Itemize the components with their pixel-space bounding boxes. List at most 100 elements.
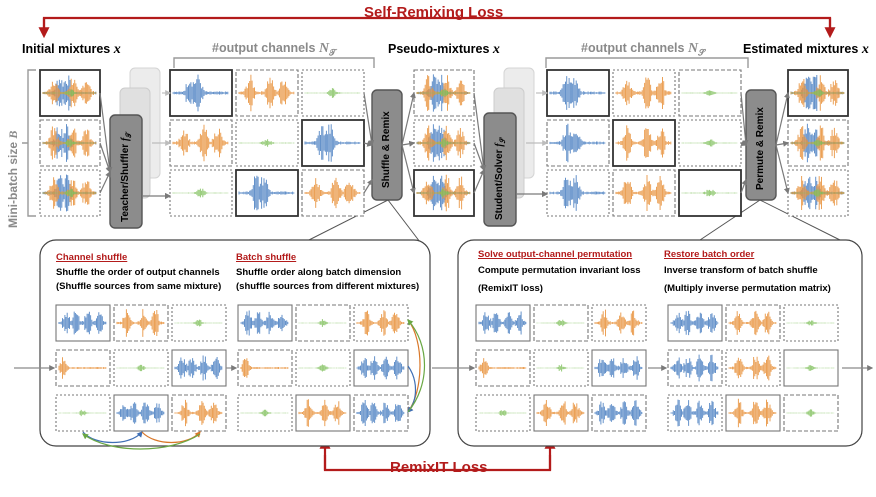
solve-permutation-tile	[533, 394, 589, 432]
channel-shuffle-tile	[113, 349, 169, 387]
teacher-shuffler-label: Teacher/Shuffler f𝒯	[120, 132, 133, 222]
mixture-to-teacher-arrow	[99, 92, 113, 174]
shuffle-to-pseudo-arrow	[401, 144, 416, 195]
initial-mixture-tile	[39, 119, 101, 167]
channel-shuffle-tile	[171, 394, 227, 432]
shuffle-to-pseudo-arrow	[401, 91, 416, 146]
restore-batch-tile	[667, 394, 723, 432]
student-output-tile	[612, 119, 676, 167]
mixture-to-teacher-arrow	[99, 170, 111, 194]
initial-mixture-tile	[39, 69, 101, 117]
restore-batch-tile	[783, 394, 839, 432]
batch-shuffle-tile	[295, 304, 351, 342]
waveform-layer	[39, 69, 849, 432]
batch-shuffle-line1: Shuffle order along batch dimension	[236, 267, 402, 278]
channel-shuffle-line2: (Shuffle sources from same mixture)	[56, 281, 222, 292]
n-symbol: N	[687, 41, 699, 56]
pseudo-to-student-arrow	[473, 142, 486, 172]
teacher-channels-bracket	[173, 57, 375, 68]
restore-batch-tile	[725, 394, 781, 432]
callout-right-b	[759, 199, 841, 241]
permute-remix-label: Permute & Remix	[755, 107, 766, 190]
batch-shuffle-tile	[353, 304, 409, 342]
callout-left-a	[304, 199, 389, 243]
student-output-tile	[546, 169, 610, 217]
output-channels-text: #output channels	[581, 41, 685, 55]
batch-shuffle-tile	[295, 394, 351, 432]
x-symbol: x	[492, 42, 500, 57]
teacher-output-tile	[235, 119, 299, 167]
solve-permutation-tile	[591, 349, 647, 387]
solve-permutation-line1: Compute permutation invariant loss	[478, 265, 641, 276]
teacher-output-channels-header: #output channels N𝒯	[212, 41, 336, 59]
swap-arrow-orange	[141, 431, 201, 443]
callout-left-b	[387, 199, 421, 243]
batch-shuffle-tile	[353, 349, 409, 387]
student-output-tile	[612, 69, 676, 117]
student-output-tile	[678, 69, 742, 117]
shuffle-remix-label: Shuffle & Remix	[381, 111, 392, 188]
channel-shuffle-tile	[55, 304, 111, 342]
permute-to-estimated-arrow	[775, 144, 790, 195]
teacher-output-tile	[301, 169, 365, 217]
n-s-subscript: 𝒮	[698, 47, 706, 58]
batch-shuffle-tile	[237, 304, 293, 342]
teacher-output-tile	[235, 169, 299, 217]
mini-batch-label: Mini-batch size B	[6, 131, 21, 228]
restore-batch-tile	[667, 304, 723, 342]
estimated-mixtures-text: Estimated mixtures	[743, 42, 859, 56]
student-output-tile	[546, 69, 610, 117]
student-to-permute-arrow	[740, 140, 748, 147]
channel-shuffle-tile	[171, 304, 227, 342]
student-to-permute-arrow	[740, 178, 748, 194]
channel-shuffle-tile	[55, 349, 111, 387]
teacher-shuffler-text: Teacher/Shuffler	[120, 143, 131, 222]
batch-shuffle-tile	[237, 349, 293, 387]
student-output-channels-header: #output channels N𝒮	[581, 41, 705, 59]
permute-to-estimated-arrow	[775, 91, 790, 146]
solve-permutation-tile	[475, 304, 531, 342]
restore-batch-tile	[783, 349, 839, 387]
student-to-permute-arrow	[740, 92, 749, 147]
batch-shuffle-tile	[237, 394, 293, 432]
pseudo-mixture-tile	[413, 169, 475, 217]
estimated-mixture-tile	[787, 69, 849, 117]
callout-right-a	[699, 199, 761, 241]
student-output-tile	[678, 119, 742, 167]
n-symbol: N	[318, 41, 330, 56]
solve-permutation-title: Solve output-channel permutation	[478, 249, 633, 260]
teacher-output-tile	[301, 119, 365, 167]
estimated-mixture-tile	[787, 169, 849, 217]
f-s-subscript: 𝒮	[500, 137, 507, 144]
pseudo-mixture-tile	[413, 69, 475, 117]
channel-shuffle-tile	[113, 304, 169, 342]
solve-permutation-line2: (RemixIT loss)	[478, 283, 543, 294]
pseudo-mixtures-header: Pseudo-mixtures x	[388, 42, 500, 58]
teacher-output-tile	[169, 169, 233, 217]
channel-shuffle-tile	[55, 394, 111, 432]
channel-shuffle-title: Channel shuffle	[56, 252, 128, 263]
batch-shuffle-line2: (shuffle sources from different mixtures…	[236, 281, 420, 292]
student-solver-label: Student/Solver f𝒮	[494, 137, 507, 220]
batch-shuffle-tile	[295, 349, 351, 387]
b-symbol: B	[6, 130, 20, 139]
x-symbol: x	[861, 42, 869, 57]
solve-permutation-tile	[475, 349, 531, 387]
student-output-tile	[612, 169, 676, 217]
mixture-to-teacher-arrow	[99, 142, 112, 174]
channel-shuffle-tile	[113, 394, 169, 432]
teacher-to-shuffle-arrow	[363, 92, 375, 147]
x-symbol: x	[113, 42, 121, 57]
batch-shuffle-title: Batch shuffle	[236, 252, 297, 263]
estimated-mixtures-header: Estimated mixtures x	[743, 42, 869, 58]
pseudo-to-student-arrow	[473, 92, 487, 172]
solve-permutation-tile	[533, 349, 589, 387]
pseudo-mixture-tile	[413, 119, 475, 167]
restore-batch-tile	[783, 304, 839, 342]
restore-batch-tile	[667, 349, 723, 387]
channel-shuffle-tile	[171, 349, 227, 387]
solve-permutation-tile	[475, 394, 531, 432]
initial-mixture-tile	[39, 169, 101, 217]
